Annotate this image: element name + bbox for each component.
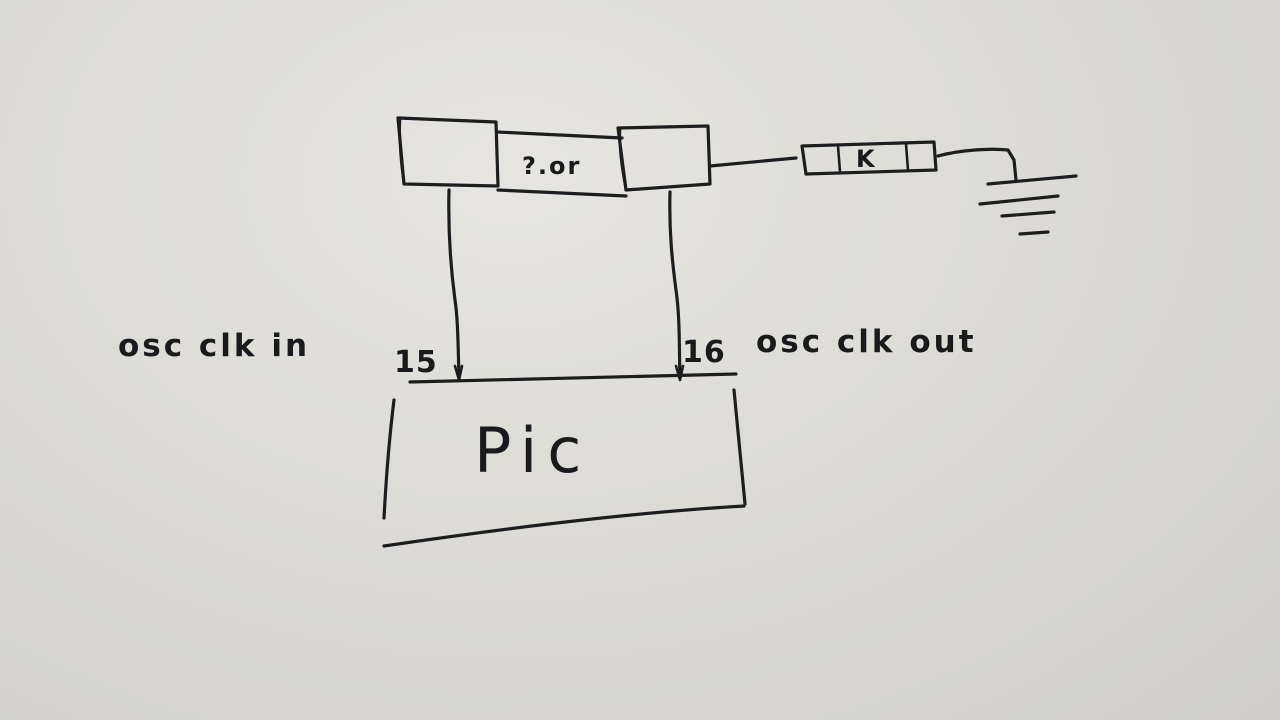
osc-clk-out-label: osc clk out — [756, 324, 977, 360]
wire-to-ground — [936, 147, 1018, 182]
lead-pin-16 — [668, 190, 682, 380]
osc-clk-in-label: osc clk in — [118, 328, 310, 364]
lead-pin-15 — [447, 188, 461, 380]
crystal-body — [495, 130, 628, 198]
chip-top-edge — [408, 372, 738, 384]
left-component-box — [396, 116, 500, 188]
resistor-body — [800, 140, 938, 176]
pin-15-label: 15 — [394, 345, 438, 380]
wire-to-resistor — [708, 156, 798, 168]
right-component-box — [616, 124, 712, 192]
resistor-label: K — [856, 145, 877, 173]
chip-body — [382, 388, 747, 548]
crystal-label: ?.or — [522, 152, 581, 180]
chip-label: Pic — [474, 414, 591, 487]
ground-icon — [978, 174, 1078, 236]
pin-16-label: 16 — [682, 335, 726, 370]
